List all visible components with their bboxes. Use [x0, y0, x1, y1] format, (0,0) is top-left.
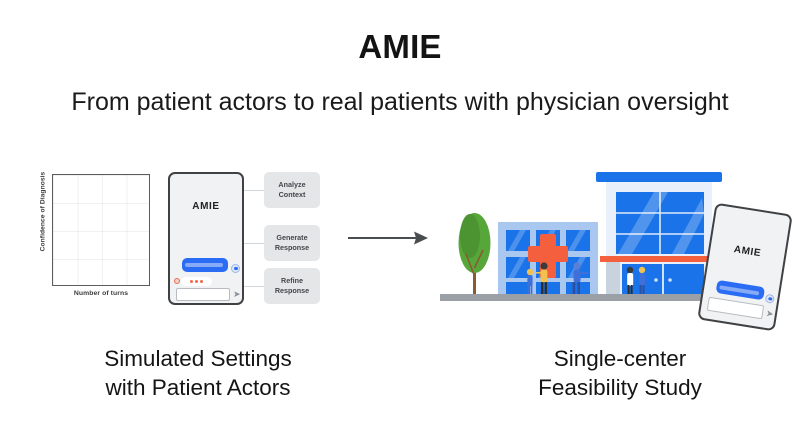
process-box-line1: Analyze [278, 180, 306, 190]
entrance-pillar [606, 262, 620, 294]
caption-line-1: Simulated Settings [104, 346, 292, 371]
caption-simulated-settings: Simulated Settings with Patient Actors [28, 345, 368, 403]
entrance-canopy [600, 256, 720, 262]
tree-icon [458, 213, 491, 294]
process-box-line2: Response [274, 286, 310, 295]
confidence-plot: Confidence of Diagnosis Number of turns [22, 170, 154, 310]
connector-line [244, 286, 264, 287]
caption-feasibility-study: Single-center Feasibility Study [455, 345, 785, 403]
chat-bubble-agent [182, 258, 228, 272]
send-icon[interactable]: ➤ [765, 307, 775, 319]
person-child [526, 268, 534, 294]
process-box-generate-response: Generate Response [264, 225, 320, 261]
ground-strip [440, 294, 740, 301]
chat-bubble-agent [715, 279, 766, 301]
plot-y-axis-label: Confidence of Diagnosis [39, 171, 47, 252]
caption-line-2: Feasibility Study [538, 374, 702, 400]
phone-brand-label: AMIE [192, 201, 220, 212]
hospital-illustration [440, 172, 740, 301]
plot-x-axis-label: Number of turns [73, 290, 129, 297]
person-adult-blue [572, 262, 588, 294]
phone-mockup-simulated: AMIE ➤ [168, 172, 244, 305]
person-visitor [638, 266, 646, 294]
connector-line [244, 190, 264, 191]
agent-avatar-icon [764, 293, 775, 304]
typing-indicator [181, 277, 212, 286]
chat-input-field[interactable] [706, 296, 765, 320]
caption-line-1: Single-center [553, 346, 687, 371]
process-box-analyze-context: Analyze Context [264, 172, 320, 208]
chat-input-field[interactable] [176, 288, 230, 301]
caption-line-2: with Patient Actors [105, 374, 291, 400]
plot-grid-area [52, 174, 150, 286]
process-box-refine-response: Refine Response [264, 268, 320, 304]
roof-band [596, 172, 722, 182]
page-subtitle: From patient actors to real patients wit… [71, 88, 729, 116]
process-box-line2: Response [274, 243, 310, 252]
center-glass-facade [616, 192, 704, 254]
pedestrian-group [526, 262, 646, 294]
phone-mockup-real-patients: AMIE ➤ [697, 202, 793, 332]
process-box-line2: Context [278, 190, 306, 199]
agent-avatar-icon [231, 264, 240, 273]
process-box-line1: Generate [276, 233, 308, 243]
right-arrow-icon [348, 231, 428, 245]
phone-brand-label: AMIE [733, 244, 762, 260]
send-icon[interactable]: ➤ [233, 289, 241, 299]
connector-line [244, 243, 264, 244]
page-title: AMIE [358, 28, 442, 65]
person-doctor [626, 266, 634, 294]
person-adult-yellow [536, 262, 548, 294]
process-box-line1: Refine [281, 276, 303, 286]
user-avatar-icon [174, 278, 180, 284]
